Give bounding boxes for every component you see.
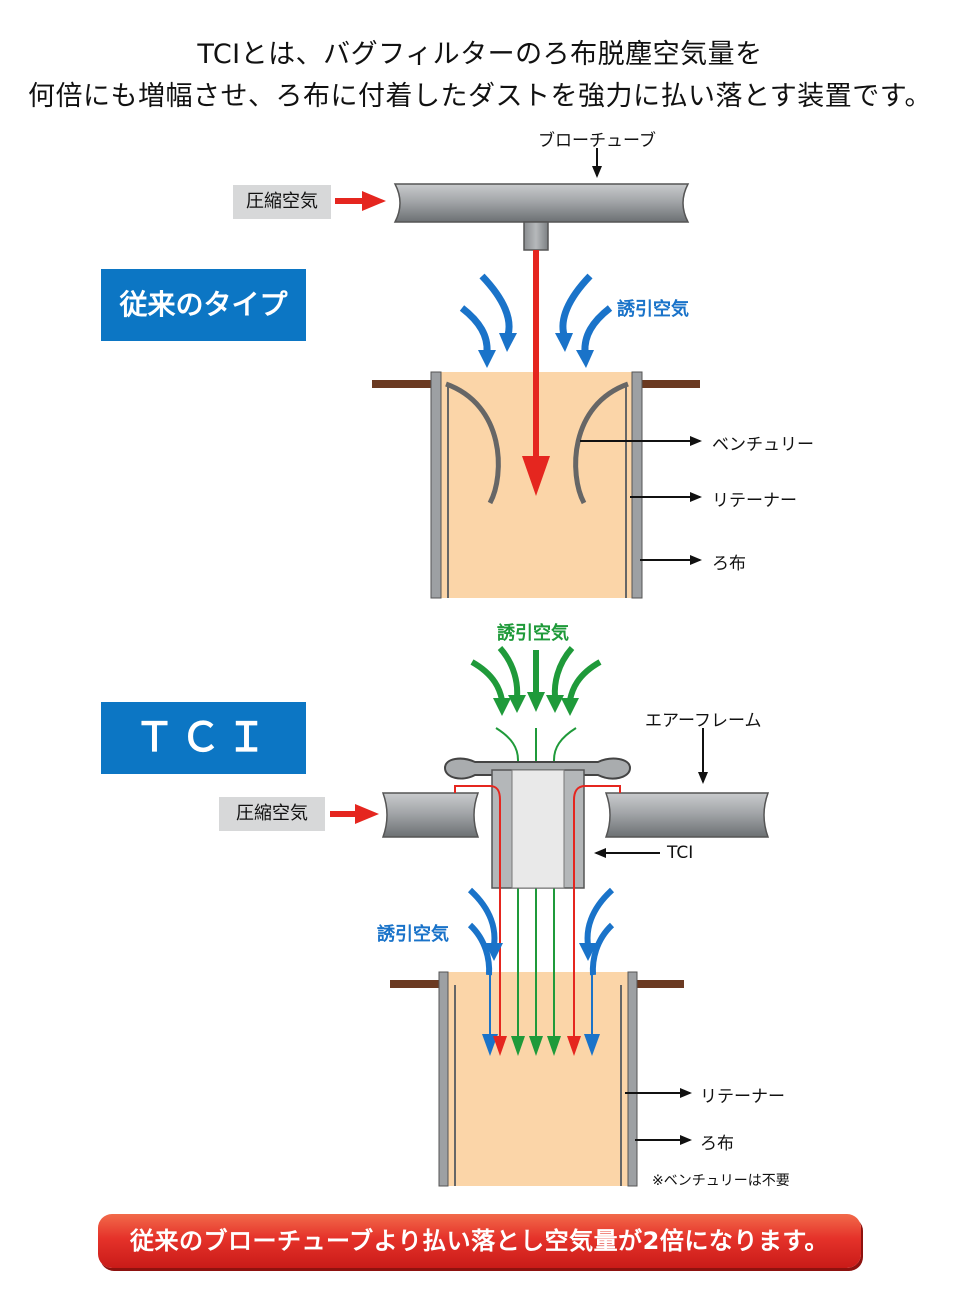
venturi-not-needed-note: ※ベンチュリーは不要 bbox=[652, 1173, 790, 1189]
tci-induced-air-green-arrows bbox=[470, 646, 602, 701]
tci-induced-air-side-label: 誘引空気 bbox=[377, 924, 449, 945]
retainer-label: リテーナー bbox=[712, 491, 797, 511]
compressed-air-label: 圧縮空気 bbox=[233, 185, 331, 219]
tci-induced-air-blue-arrows bbox=[467, 887, 615, 976]
filter-cloth-label: ろ布 bbox=[712, 554, 746, 574]
conventional-induced-air-heads bbox=[478, 333, 594, 368]
tci-filter-cloth-label: ろ布 bbox=[700, 1134, 734, 1154]
tci-induced-air-blue-heads bbox=[482, 943, 600, 1056]
tci-compressed-air-lines bbox=[454, 785, 621, 1040]
conventional-induced-air-label: 誘引空気 bbox=[617, 299, 689, 320]
tci-induced-air-green-heads bbox=[493, 692, 579, 716]
tci-jet-arrowheads bbox=[493, 1036, 581, 1056]
tci-compressed-air-label: 圧縮空気 bbox=[219, 797, 325, 831]
tci-title: ＴＣＩ bbox=[101, 702, 306, 774]
tci-filter-bag bbox=[390, 971, 684, 1187]
blow-tube bbox=[393, 183, 690, 251]
headline-line-1: TCIとは、バグフィルターのろ布脱塵空気量を bbox=[197, 39, 763, 70]
blow-tube-label: ブローチューブ bbox=[538, 131, 656, 151]
headline-line-2: 何倍にも増幅させ、ろ布に付着したダストを強力に払い落とす装置です。 bbox=[28, 81, 932, 112]
summary-banner: 従来のブローチューブより払い落とし空気量が2倍になります。 bbox=[98, 1214, 861, 1268]
tci-label: TCI bbox=[667, 843, 694, 863]
tci-retainer-label: リテーナー bbox=[700, 1087, 785, 1107]
tci-compressed-air-arrow bbox=[330, 804, 379, 824]
tci-body bbox=[381, 757, 770, 889]
conventional-jet-arrow bbox=[522, 250, 550, 496]
venturi-label: ベンチュリー bbox=[712, 435, 814, 455]
tci-induced-air-top-label: 誘引空気 bbox=[497, 623, 569, 644]
conventional-type-title: 従来のタイプ bbox=[101, 269, 306, 341]
air-frame-label: エアーフレーム bbox=[645, 711, 762, 731]
conventional-induced-air-arrows bbox=[459, 273, 613, 353]
tci-flow-into-bag bbox=[499, 970, 575, 1040]
tci-induced-air-blue-long bbox=[489, 975, 593, 1035]
compressed-air-arrow bbox=[335, 191, 386, 211]
